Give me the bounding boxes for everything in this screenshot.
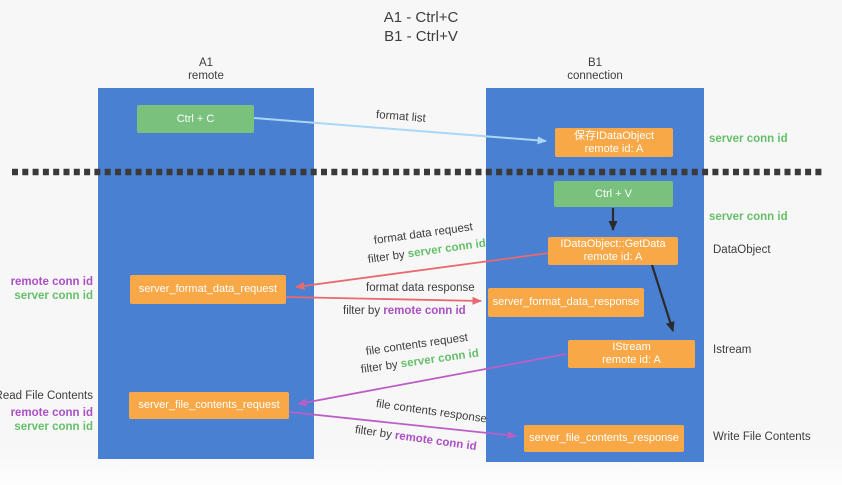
format-data-request-arrow (295, 252, 550, 290)
b1-id: B1 (587, 57, 603, 69)
server-conn-id-annotation-2: server conn id (709, 211, 788, 223)
filter-prefix: filter by (343, 305, 381, 317)
write-file-contents-annotation: Write File Contents (713, 431, 811, 443)
file-contents-request-arrow (297, 353, 567, 407)
getdata-to-istream-arrow (650, 264, 675, 332)
ctrl-c-label: Ctrl + C (176, 112, 215, 125)
ctrl-v-node: Ctrl + V (554, 181, 673, 207)
format-data-response-filter-label: filter by remote conn id (343, 305, 466, 317)
a1-subtitle: remote (188, 70, 224, 82)
server-conn-id-annotation-4: server conn id (14, 421, 93, 433)
save-dataobject-line2: remote id: A (584, 142, 644, 155)
server-conn-id-annotation-3: server conn id (14, 290, 93, 302)
getdata-line1: IDataObject::GetData (560, 238, 666, 250)
format-list-arrow (253, 117, 547, 145)
read-file-contents-annotation: Read File Contents (0, 390, 93, 402)
file-contents-response-arrow (288, 411, 517, 440)
server-format-data-request-node: server_format_data_request (130, 275, 286, 304)
b1-subtitle: connection (567, 70, 623, 82)
server-file-contents-response-label: server_file_contents_response (529, 432, 679, 444)
getdata-node: IDataObject::GetData remote id: A (548, 237, 678, 265)
diagram-title: A1 - Ctrl+C B1 - Ctrl+V (0, 8, 842, 46)
remote-conn-id-annotation-2: remote conn id (10, 407, 93, 419)
getdata-line2: remote id: A (583, 251, 643, 263)
server-file-contents-request-label: server_file_contents_request (138, 399, 280, 411)
server-file-contents-request-node: server_file_contents_request (129, 392, 289, 419)
save-dataobject-line1: 保存IDataObject (573, 129, 655, 142)
title-line-1: A1 - Ctrl+C (383, 9, 459, 26)
format-data-response-label: format data response (366, 282, 475, 294)
server-file-contents-response-node: server_file_contents_response (524, 425, 684, 452)
istream-line2: remote id: A (602, 354, 661, 366)
remote-conn-id-text: remote conn id (383, 305, 466, 317)
remote-conn-id-annotation-1: remote conn id (10, 276, 93, 288)
server-conn-id-annotation-1: server conn id (709, 133, 788, 145)
column-header-b1: B1 connection (486, 57, 704, 83)
server-format-data-request-label: server_format_data_request (138, 283, 278, 295)
a1-id: A1 (198, 57, 214, 69)
format-data-response-arrow (285, 296, 482, 305)
istream-annotation: Istream (713, 344, 752, 356)
dataobject-annotation: DataObject (713, 244, 771, 256)
ctrl-c-node: Ctrl + C (137, 105, 254, 133)
istream-line1: IStream (612, 341, 651, 353)
save-dataobject-node: 保存IDataObject remote id: A (555, 128, 673, 157)
column-header-a1: A1 remote (98, 57, 314, 83)
title-line-2: B1 - Ctrl+V (384, 28, 458, 45)
server-format-data-response-label: server_format_data_response (492, 296, 640, 308)
server-format-data-response-node: server_format_data_response (488, 288, 644, 317)
istream-node: IStream remote id: A (568, 340, 695, 368)
ctrl-v-label: Ctrl + V (595, 187, 632, 200)
